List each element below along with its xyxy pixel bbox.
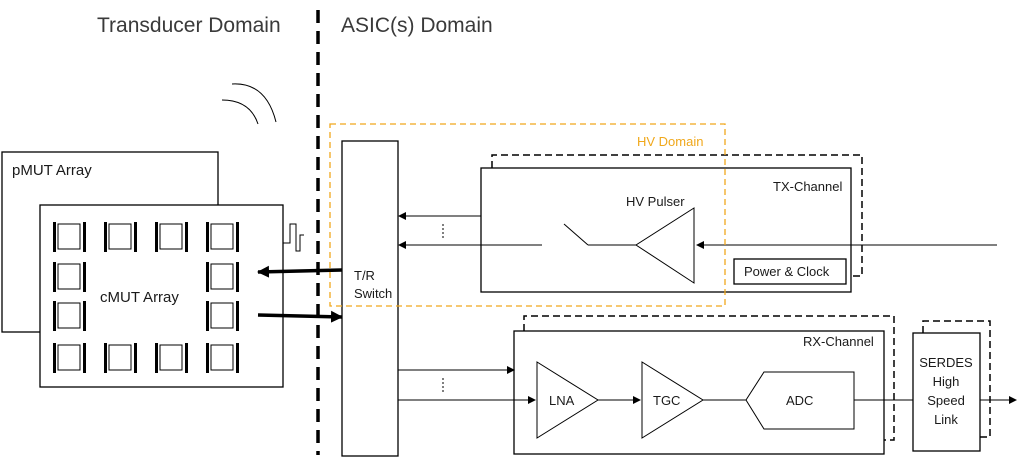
serdes-label-1: SERDES xyxy=(919,355,973,370)
serdes-box xyxy=(912,332,981,452)
transducer-element-icon xyxy=(206,343,239,373)
transducer-element-icon xyxy=(206,301,239,331)
power-clock-label: Power & Clock xyxy=(744,264,830,279)
adc-label: ADC xyxy=(786,393,813,408)
acoustic-wave-icon xyxy=(221,83,277,125)
asic-domain-heading: ASIC(s) Domain xyxy=(341,14,493,37)
rx-channel-label: RX-Channel xyxy=(803,334,874,349)
rx-channel-stack-outline xyxy=(523,315,895,441)
transducer-element-icon xyxy=(155,222,188,252)
transducer-element-icon xyxy=(104,222,137,252)
tr-switch-label-1: T/R xyxy=(354,268,375,283)
tr-switch-box xyxy=(341,140,399,457)
lna-label: LNA xyxy=(549,393,575,408)
hv-pulser-label: HV Pulser xyxy=(626,194,685,209)
tgc-label: TGC xyxy=(653,393,680,408)
transducer-element-icon xyxy=(53,222,86,252)
transducer-domain-heading: Transducer Domain xyxy=(97,14,281,37)
transducer-elements xyxy=(53,222,239,373)
transducer-element-icon xyxy=(206,222,239,252)
lna-amplifier xyxy=(536,361,599,439)
pmut-array-label: pMUT Array xyxy=(12,162,92,179)
tx-switch-icon xyxy=(563,223,589,246)
cmut-to-rx-arrow xyxy=(257,310,343,323)
tx-to-cmut-arrow xyxy=(257,265,343,278)
serdes-stack-outline xyxy=(922,320,991,438)
cmut-array-label: cMUT Array xyxy=(100,289,179,306)
hv-pulser-amplifier xyxy=(635,207,695,284)
tx-channel-label: TX-Channel xyxy=(773,179,842,194)
transducer-element-icon xyxy=(53,262,86,292)
serdes-label-2: High xyxy=(933,374,960,389)
transducer-element-icon xyxy=(53,343,86,373)
hv-domain-boundary xyxy=(329,123,726,307)
tx-channel-stack-outline xyxy=(491,154,863,277)
pulse-waveform-icon xyxy=(283,223,304,252)
transducer-element-icon xyxy=(206,262,239,292)
tgc-amplifier xyxy=(641,361,704,439)
hv-domain-label: HV Domain xyxy=(637,134,703,149)
transducer-element-icon xyxy=(104,343,137,373)
transducer-element-icon xyxy=(53,301,86,331)
power-clock-box xyxy=(733,258,847,285)
tr-switch-label-2: Switch xyxy=(354,286,392,301)
transducer-element-icon xyxy=(155,343,188,373)
serdes-label-4: Link xyxy=(934,412,958,427)
serdes-label-3: Speed xyxy=(927,393,965,408)
